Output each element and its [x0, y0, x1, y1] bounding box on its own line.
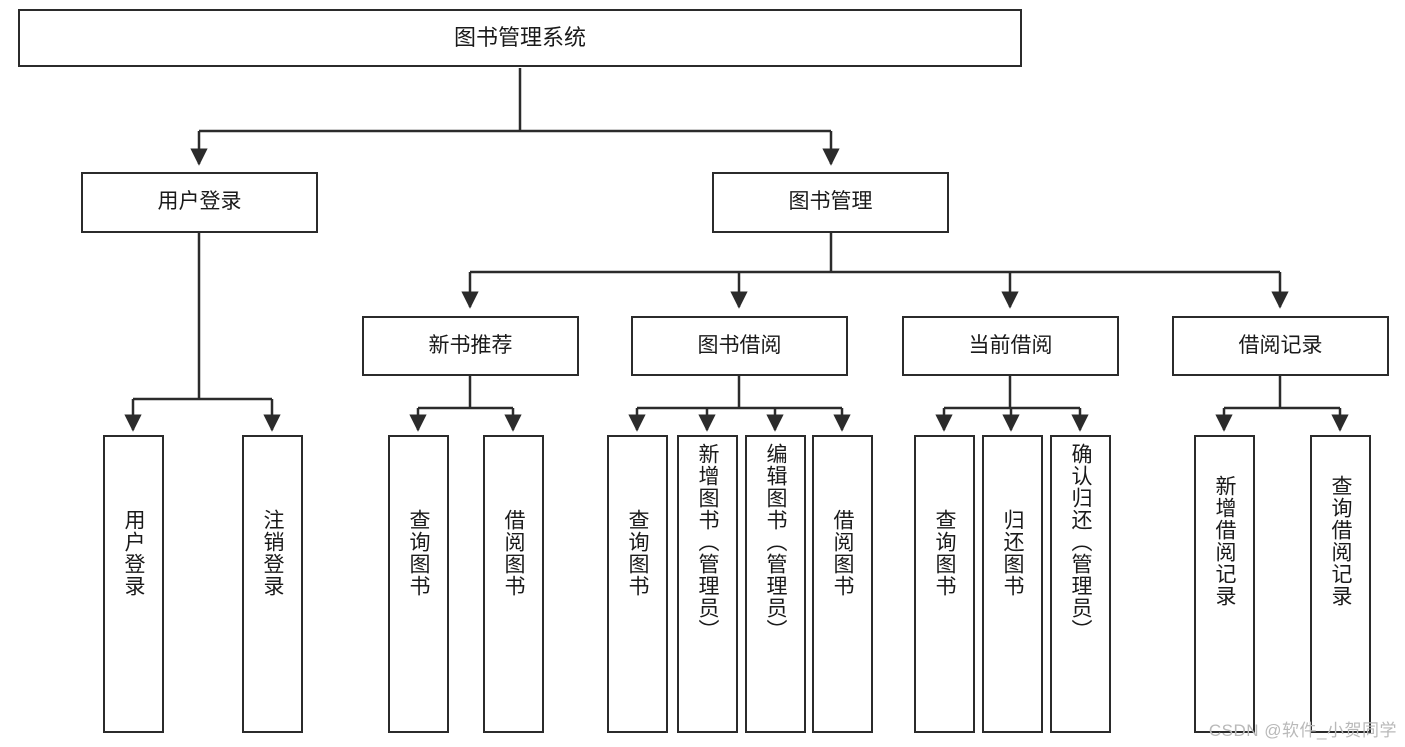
node-leaf-add-record-label: 新增借阅记录 — [1213, 475, 1236, 607]
node-root-label: 图书管理系统 — [453, 25, 586, 51]
node-leaf-query-book-1[interactable]: 查询图书 — [388, 435, 449, 733]
node-leaf-add-book[interactable]: 新增图书（管理员） — [677, 435, 738, 733]
watermark: CSDN @软件_小贺同学 — [1208, 721, 1397, 740]
node-leaf-user-login[interactable]: 用户登录 — [103, 435, 164, 733]
node-borrow-record-label: 借阅记录 — [1238, 333, 1323, 357]
node-leaf-confirm-return[interactable]: 确认归还（管理员） — [1050, 435, 1111, 733]
node-leaf-return-book-label: 归还图书 — [1001, 509, 1024, 597]
node-leaf-borrow-book-2-label: 借阅图书 — [831, 509, 854, 597]
node-leaf-logout-login-label: 注销登录 — [261, 509, 284, 597]
node-leaf-query-book-3-label: 查询图书 — [933, 509, 956, 597]
node-leaf-confirm-return-label: 确认归还（管理员） — [1069, 443, 1092, 641]
node-leaf-logout-login[interactable]: 注销登录 — [242, 435, 303, 733]
node-new-book-recommend[interactable]: 新书推荐 — [362, 316, 579, 376]
node-current-borrow[interactable]: 当前借阅 — [902, 316, 1119, 376]
node-leaf-edit-book[interactable]: 编辑图书（管理员） — [745, 435, 806, 733]
node-book-borrow-label: 图书借阅 — [697, 333, 782, 357]
node-leaf-return-book[interactable]: 归还图书 — [982, 435, 1043, 733]
node-current-borrow-label: 当前借阅 — [968, 333, 1053, 357]
node-leaf-query-book-3[interactable]: 查询图书 — [914, 435, 975, 733]
node-leaf-add-book-label: 新增图书（管理员） — [696, 443, 719, 641]
node-leaf-query-book-1-label: 查询图书 — [407, 509, 430, 597]
node-leaf-query-record-label: 查询借阅记录 — [1329, 475, 1352, 607]
node-book-manage[interactable]: 图书管理 — [712, 172, 949, 233]
node-new-book-recommend-label: 新书推荐 — [428, 333, 513, 357]
node-leaf-query-record[interactable]: 查询借阅记录 — [1310, 435, 1371, 733]
node-root[interactable]: 图书管理系统 — [18, 9, 1022, 67]
node-leaf-borrow-book-2[interactable]: 借阅图书 — [812, 435, 873, 733]
node-leaf-query-book-2-label: 查询图书 — [626, 509, 649, 597]
node-borrow-record[interactable]: 借阅记录 — [1172, 316, 1389, 376]
node-user-login[interactable]: 用户登录 — [81, 172, 318, 233]
node-book-manage-label: 图书管理 — [788, 190, 873, 214]
node-leaf-user-login-label: 用户登录 — [122, 509, 145, 597]
node-leaf-add-record[interactable]: 新增借阅记录 — [1194, 435, 1255, 733]
node-leaf-borrow-book-1-label: 借阅图书 — [502, 509, 525, 597]
node-book-borrow[interactable]: 图书借阅 — [631, 316, 848, 376]
node-user-login-label: 用户登录 — [157, 190, 242, 214]
node-leaf-query-book-2[interactable]: 查询图书 — [607, 435, 668, 733]
node-leaf-borrow-book-1[interactable]: 借阅图书 — [483, 435, 544, 733]
node-leaf-edit-book-label: 编辑图书（管理员） — [764, 443, 787, 641]
